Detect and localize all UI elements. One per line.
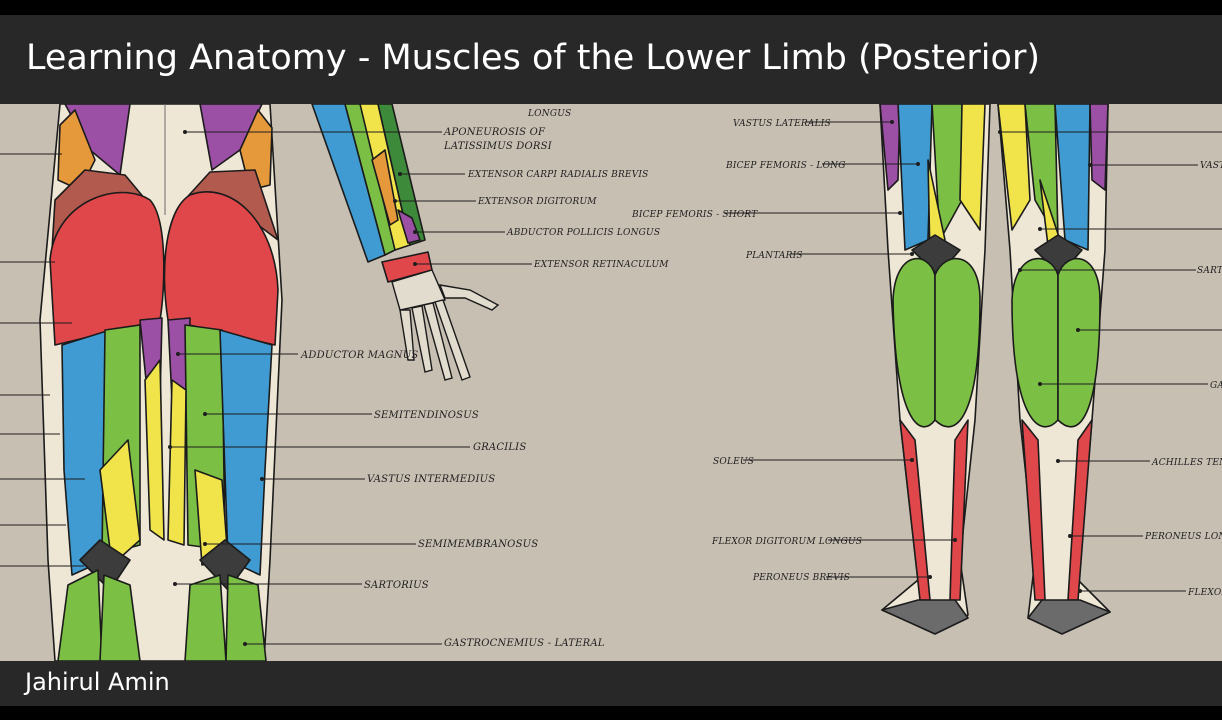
label-soleus: SOLEUS	[713, 457, 754, 467]
label-semimembranosus: SEMIMEMBRANOSUS	[418, 539, 538, 550]
forearm-orange	[371, 149, 399, 226]
label-extensor-digitorum: EXTENSOR DIGITORUM	[477, 197, 597, 207]
label-aponeurosis-2: LATISSIMUS DORSI	[443, 141, 553, 152]
label-longus: LONGUS	[527, 109, 571, 119]
label-vastus-intermedius: VASTUS INTERMEDIUS	[367, 474, 495, 485]
label-gracilis: GRACILIS	[473, 442, 526, 453]
label-peroneus-brevis: PERONEUS BREVIS	[752, 573, 850, 583]
label-aponeurosis-1: APONEUROSIS OF	[443, 127, 546, 138]
label-sartorius: SARTORIUS	[364, 580, 429, 591]
gastrocnemius-left-2	[99, 574, 141, 661]
left-figure	[39, 104, 283, 661]
title-bar: Learning Anatomy - Muscles of the Lower …	[0, 15, 1222, 104]
gastrocnemius-right-2	[225, 574, 267, 661]
label-flexor-digitorum-longus: FLEXOR DIGITORUM LONGUS	[711, 537, 862, 547]
label-achilles-tendon: ACHILLES TENDON	[1151, 458, 1222, 468]
label-semitendinosus: SEMITENDINOSUS	[374, 410, 479, 421]
gluteus-maximus-right	[163, 191, 279, 346]
label-sarto-cut: SARTO	[1197, 266, 1222, 276]
gracilis-right	[167, 379, 187, 546]
label-vastus-lateralis: VASTUS LATERALIS	[733, 119, 831, 129]
leader-lines	[168, 120, 1222, 646]
bicep-femoris-right-leg	[1054, 104, 1091, 251]
gastrocnemius-left-1	[57, 569, 103, 661]
anatomy-drawing: LONGUS APONEUROSIS OF LATISSIMUS DORSI E…	[0, 104, 1222, 661]
page-title: Learning Anatomy - Muscles of the Lower …	[26, 38, 1040, 78]
label-abductor-pollicis: ABDUCTOR POLLICIS LONGUS	[506, 228, 660, 238]
author-name: Jahirul Amin	[25, 668, 170, 696]
label-bicep-long: BICEP FEMORIS - LONG	[725, 161, 846, 171]
forearm-purple	[397, 209, 421, 244]
label-extensor-carpi: EXTENSOR CARPI RADIALIS BREVIS	[467, 170, 649, 180]
label-gastrocnemius-lateral: GASTROCNEMIUS - LATERAL	[444, 638, 605, 649]
muscle-labels: LONGUS APONEUROSIS OF LATISSIMUS DORSI E…	[300, 109, 1222, 649]
right-figure	[879, 104, 1111, 635]
label-extensor-retinaculum: EXTENSOR RETINACULUM	[533, 260, 669, 270]
gastrocnemius-right-b	[1057, 257, 1101, 428]
gluteus-maximus-left	[49, 191, 165, 346]
left-edge-leads	[0, 153, 85, 567]
semimembranosus-left	[99, 439, 141, 566]
label-flexor-cut: FLEXOR	[1187, 588, 1222, 598]
caption-bar: Jahirul Amin	[0, 661, 1222, 706]
gracilis-left	[144, 359, 165, 541]
gastrocnemius-right-1	[184, 574, 227, 661]
label-vast-cut: VAST	[1200, 161, 1222, 171]
label-adductor-magnus: ADDUCTOR MAGNUS	[300, 350, 418, 361]
gastrocnemius-left-b	[934, 257, 981, 428]
anatomy-illustration: LONGUS APONEUROSIS OF LATISSIMUS DORSI E…	[0, 104, 1222, 661]
bicep-femoris-right	[219, 329, 273, 576]
label-plantaris: PLANTARIS	[745, 251, 803, 261]
popliteal-left	[79, 539, 131, 591]
label-ga-cut: GA	[1210, 381, 1222, 391]
label-peroneus-longus: PERONEUS LONGUS	[1144, 532, 1222, 542]
label-bicep-short: BICEP FEMORIS - SHORT	[631, 210, 758, 220]
